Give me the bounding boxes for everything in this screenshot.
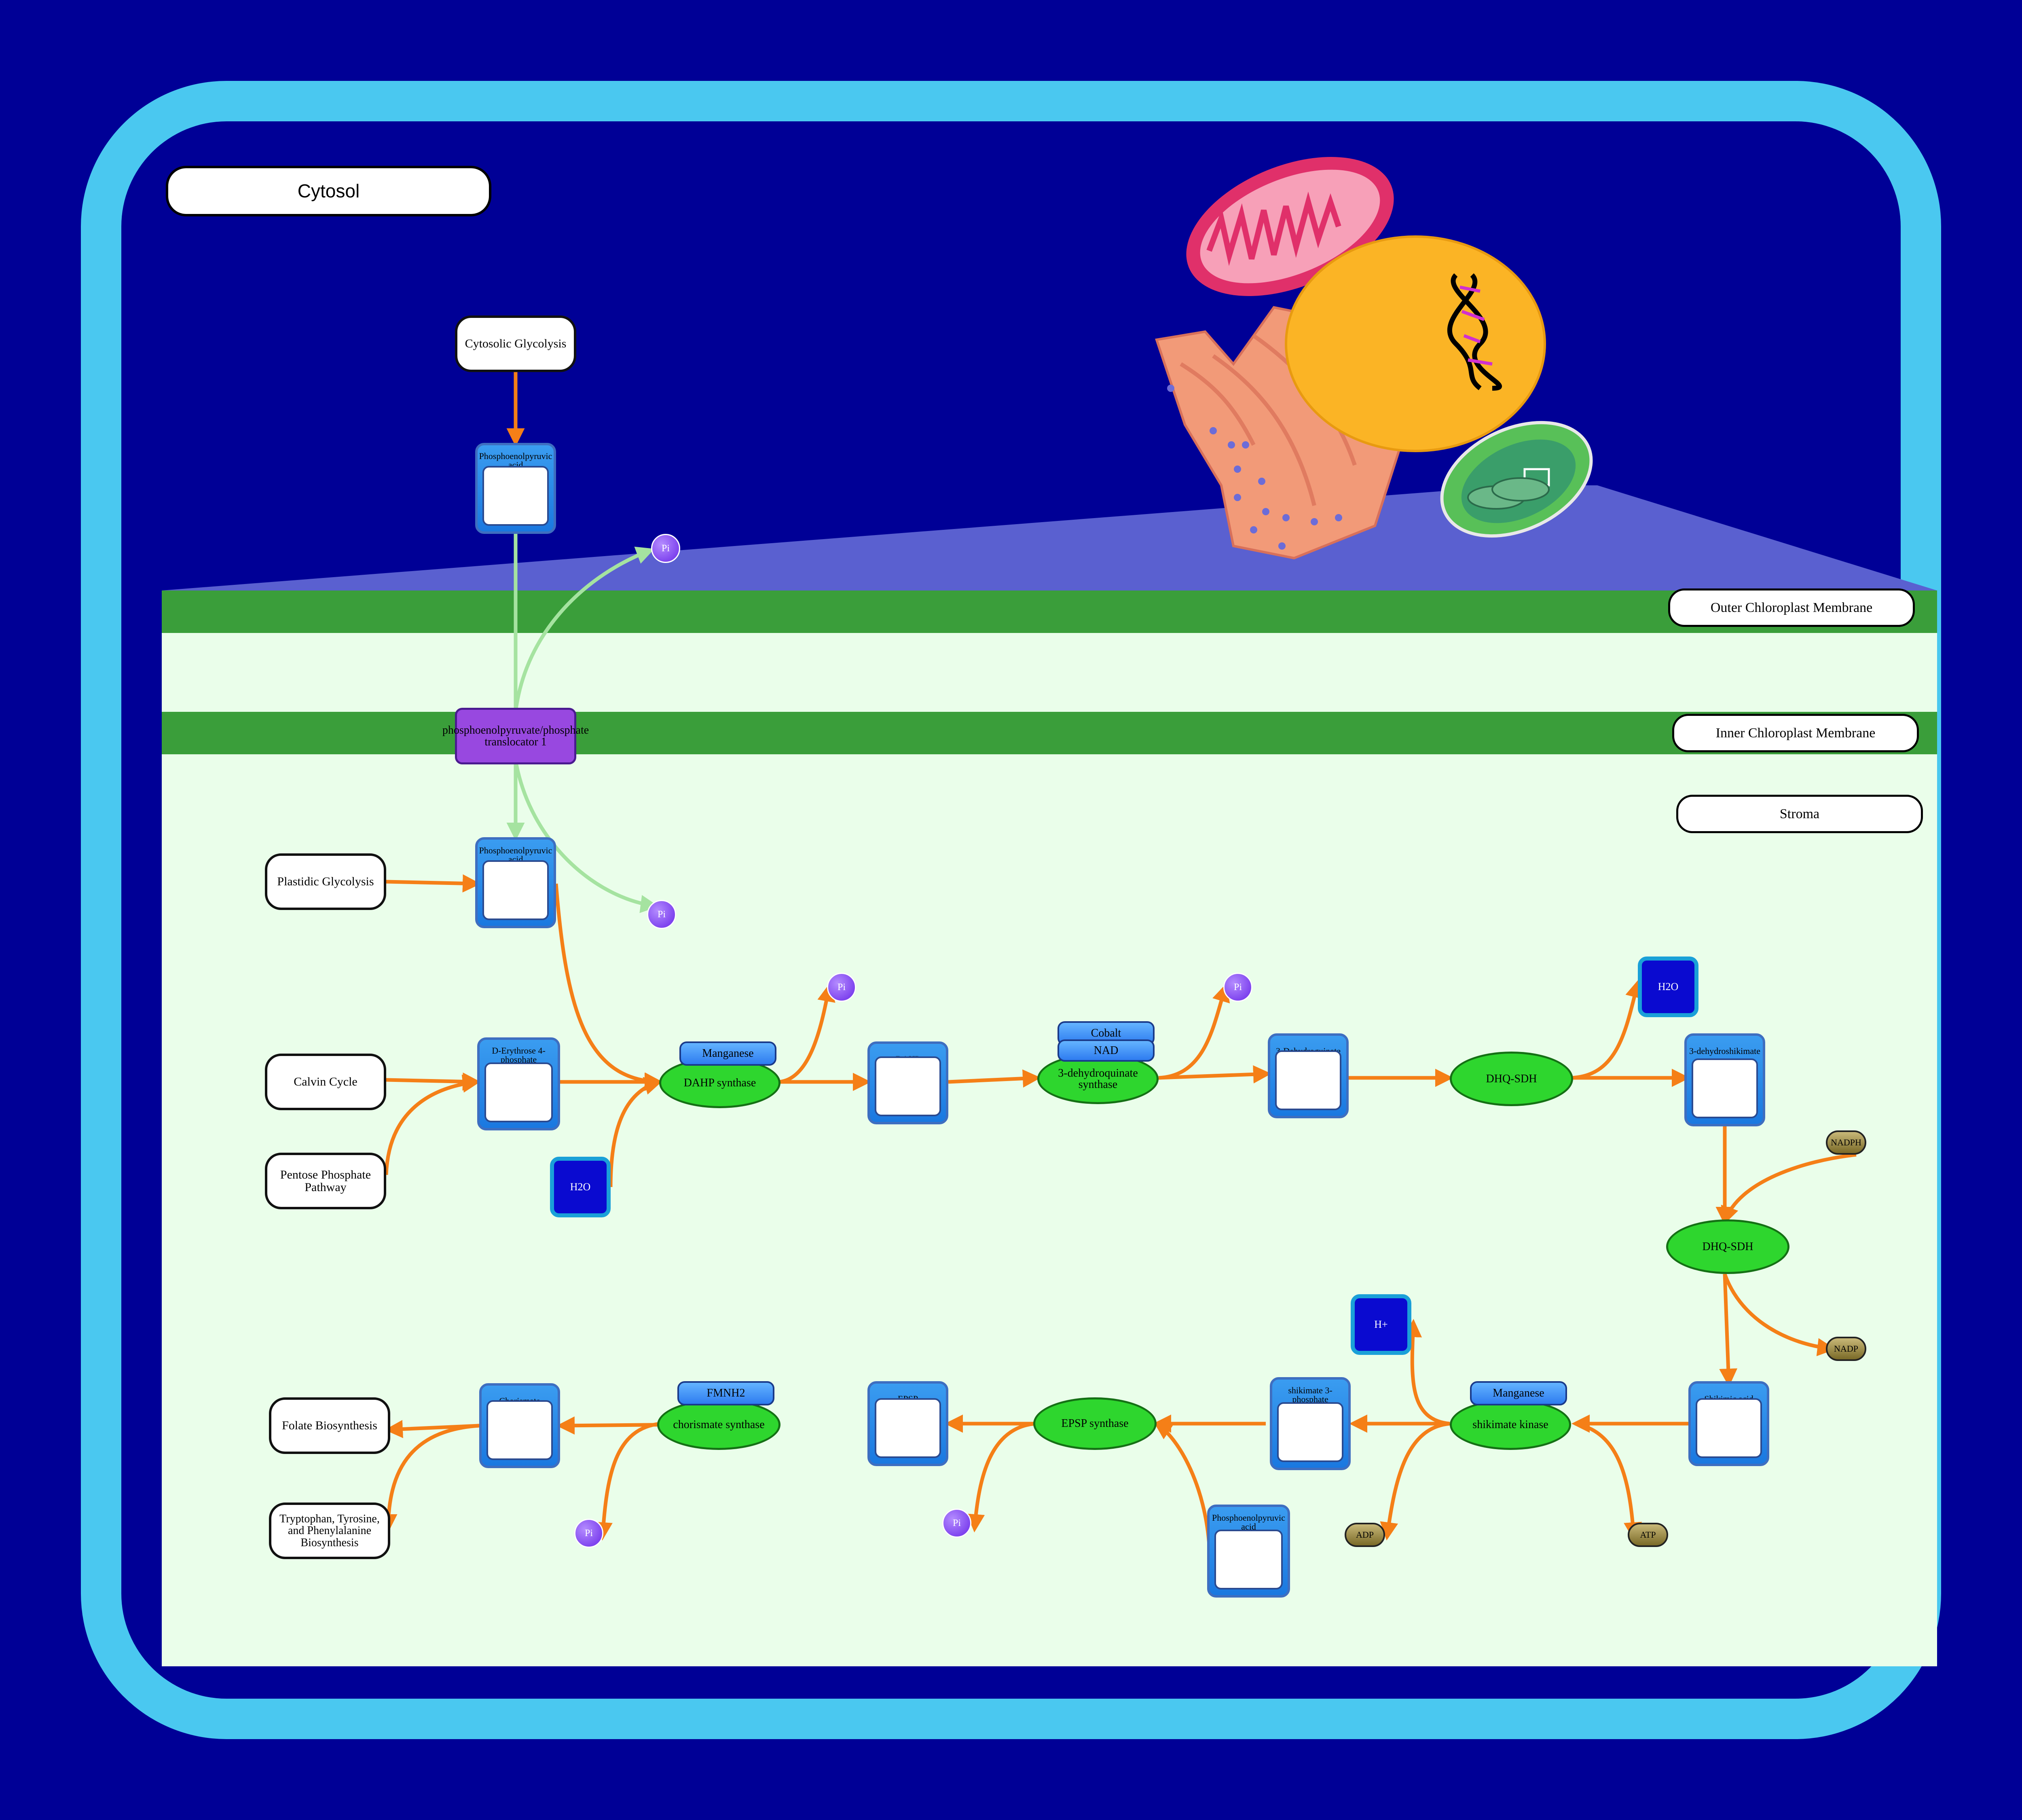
metabolite-label: D-Erythrose 4-phosphate — [492, 1045, 546, 1064]
metabolite-3-dehydroshikimate[interactable]: 3-dehydroshikimate — [1684, 1033, 1765, 1126]
metabolite-pep-stroma[interactable]: Phosphoenolpyruvic acid — [475, 837, 556, 928]
enzyme-3-dehydroquinate-synthase[interactable]: 3-dehydroquinate synthase — [1037, 1054, 1159, 1104]
metabolite-pep-cytosol[interactable]: Phosphoenolpyruvic acid — [475, 443, 556, 534]
pep-phosphate-translocator[interactable]: phosphoenolpyruvate/phosphate translocat… — [442, 708, 589, 764]
stroma-label: Stroma — [1676, 795, 1923, 833]
water-icon[interactable]: H2O — [550, 1157, 611, 1217]
structure-image — [484, 1062, 553, 1122]
zoom-wedge — [162, 485, 1937, 590]
outer-membrane — [162, 590, 1937, 633]
enzyme-dahp-synthase[interactable]: DAHP synthase — [659, 1058, 780, 1108]
structure-image — [1692, 1058, 1758, 1118]
structure-image — [1275, 1050, 1341, 1110]
adp-pill[interactable]: ADP — [1345, 1523, 1385, 1547]
metabolite-dahp[interactable]: DAHP — [867, 1041, 948, 1124]
structure-image — [486, 1400, 553, 1460]
cytosolic-glycolysis-node[interactable]: Cytosolic Glycolysis — [455, 315, 576, 372]
cofactor-nad[interactable]: NAD — [1058, 1039, 1155, 1062]
outer-membrane-label: Outer Chloroplast Membrane — [1668, 588, 1915, 627]
structure-image — [875, 1056, 941, 1116]
enzyme-dhq-sdh-1[interactable]: DHQ-SDH — [1450, 1052, 1573, 1106]
enzyme-epsp-synthase[interactable]: EPSP synthase — [1033, 1397, 1157, 1450]
enzyme-shikimate-kinase[interactable]: shikimate kinase — [1450, 1399, 1571, 1450]
phosphate-icon[interactable]: Pi — [647, 900, 676, 929]
atp-pill[interactable]: ATP — [1628, 1523, 1668, 1547]
pentose-phosphate-node[interactable]: Pentose Phosphate Pathway — [265, 1153, 386, 1209]
metabolite-chorismate[interactable]: Chorismate — [479, 1383, 560, 1468]
transport-arrows — [506, 534, 659, 913]
aromatic-biosynthesis-node[interactable]: Tryptophan, Tyrosine, and Phenylalanine … — [269, 1503, 390, 1559]
enzyme-dhq-sdh-2[interactable]: DHQ-SDH — [1666, 1219, 1789, 1274]
cofactor-manganese-2[interactable]: Manganese — [1470, 1381, 1567, 1405]
metabolite-pep-epsp-input[interactable]: Phosphoenolpyruvic acid — [1207, 1505, 1290, 1598]
phosphate-icon[interactable]: Pi — [942, 1509, 971, 1538]
structure-image — [482, 860, 549, 920]
structure-image — [1277, 1402, 1343, 1462]
cofactor-fmnh2[interactable]: FMNH2 — [677, 1381, 774, 1405]
plastidic-glycolysis-node[interactable]: Plastidic Glycolysis — [265, 853, 386, 910]
phosphate-icon[interactable]: Pi — [651, 534, 680, 563]
phosphate-icon[interactable]: Pi — [574, 1519, 603, 1548]
metabolite-e4p[interactable]: D-Erythrose 4-phosphate — [477, 1037, 560, 1130]
inner-membrane — [162, 712, 1937, 754]
structure-image — [1214, 1530, 1283, 1589]
phosphate-icon[interactable]: Pi — [827, 973, 856, 1002]
structure-image — [482, 466, 549, 526]
cytosol-label: Cytosol — [166, 166, 491, 216]
metabolite-3-dehydroquinate[interactable]: 3-Dehydroquinate — [1268, 1033, 1349, 1118]
water-icon[interactable]: H2O — [1638, 957, 1698, 1017]
metabolite-label: shikimate 3-phosphate — [1288, 1385, 1332, 1404]
nadph-pill[interactable]: NADPH — [1826, 1130, 1866, 1155]
proton-icon[interactable]: H+ — [1351, 1294, 1411, 1355]
stroma-area — [162, 590, 1937, 1666]
metabolite-epsp[interactable]: EPSP — [867, 1381, 948, 1466]
nadp-pill[interactable]: NADP — [1826, 1337, 1866, 1361]
metabolite-shikimate-3-phosphate[interactable]: shikimate 3-phosphate — [1270, 1377, 1351, 1470]
enzyme-chorismate-synthase[interactable]: chorismate synthase — [657, 1399, 780, 1450]
inner-membrane-label: Inner Chloroplast Membrane — [1672, 714, 1919, 752]
nucleus-icon — [1285, 235, 1546, 452]
structure-image — [875, 1398, 941, 1458]
reaction-arrows — [379, 372, 1857, 1545]
phosphate-icon[interactable]: Pi — [1223, 973, 1252, 1002]
metabolite-label: 3-dehydroshikimate — [1689, 1046, 1760, 1056]
metabolite-label: Phosphoenolpyruvic acid — [1212, 1513, 1285, 1532]
chloroplast-icon — [1440, 421, 1593, 538]
folate-biosynthesis-node[interactable]: Folate Biosynthesis — [269, 1397, 390, 1454]
structure-image — [1696, 1398, 1762, 1458]
cofactor-manganese-1[interactable]: Manganese — [679, 1041, 776, 1066]
metabolite-shikimic-acid[interactable]: Shikimic acid — [1688, 1381, 1769, 1466]
calvin-cycle-node[interactable]: Calvin Cycle — [265, 1054, 386, 1110]
